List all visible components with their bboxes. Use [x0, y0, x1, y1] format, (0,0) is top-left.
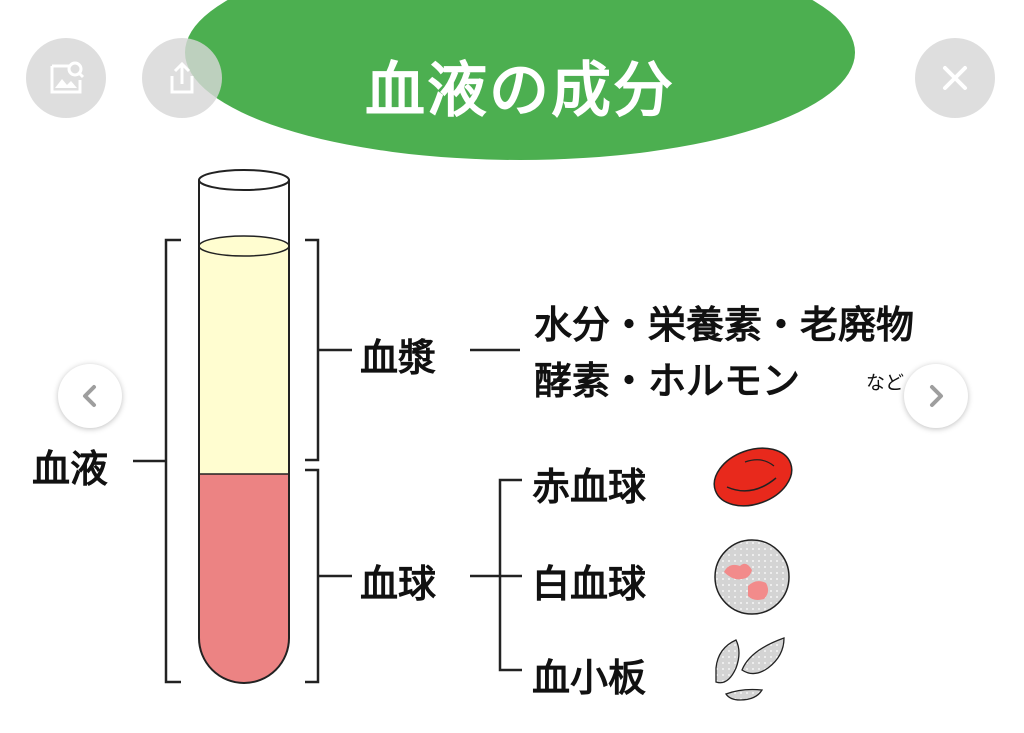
- chevron-left-icon: [83, 385, 96, 407]
- plasma-contents-line1: 水分・栄養素・老廃物: [534, 303, 915, 347]
- blood-cells-label: 血球: [360, 562, 437, 606]
- white-blood-cell-illustration: [714, 539, 790, 615]
- red-blood-cell-illustration: [713, 447, 793, 507]
- chevron-right-icon: [930, 385, 943, 407]
- close-button[interactable]: [915, 38, 995, 118]
- plasma-bracket: [305, 238, 320, 462]
- page-title: 血液の成分: [365, 56, 675, 126]
- share-icon: [170, 61, 194, 94]
- blood-cells-layer: [199, 474, 289, 683]
- next-image-button[interactable]: [904, 364, 968, 428]
- cells-bracket: [305, 468, 320, 684]
- share-button[interactable]: [142, 38, 222, 118]
- plasma-contents-suffix: など: [866, 372, 905, 394]
- white-blood-cells-label: 白血球: [532, 562, 647, 606]
- image-search-icon: [50, 61, 85, 94]
- plasma-contents-line2: 酵素・ホルモン: [534, 359, 801, 403]
- test-tube: [198, 169, 290, 684]
- previous-image-button[interactable]: [58, 364, 122, 428]
- red-blood-cells-label: 赤血球: [532, 465, 647, 509]
- blood-label: 血液: [32, 447, 109, 491]
- blood-bracket: [164, 238, 181, 684]
- platelets-illustration: [715, 637, 785, 701]
- image-search-button[interactable]: [26, 38, 106, 118]
- platelets-label: 血小板: [532, 656, 647, 700]
- close-icon: [943, 66, 967, 90]
- plasma-label: 血漿: [360, 336, 437, 380]
- plasma-layer: [199, 246, 289, 474]
